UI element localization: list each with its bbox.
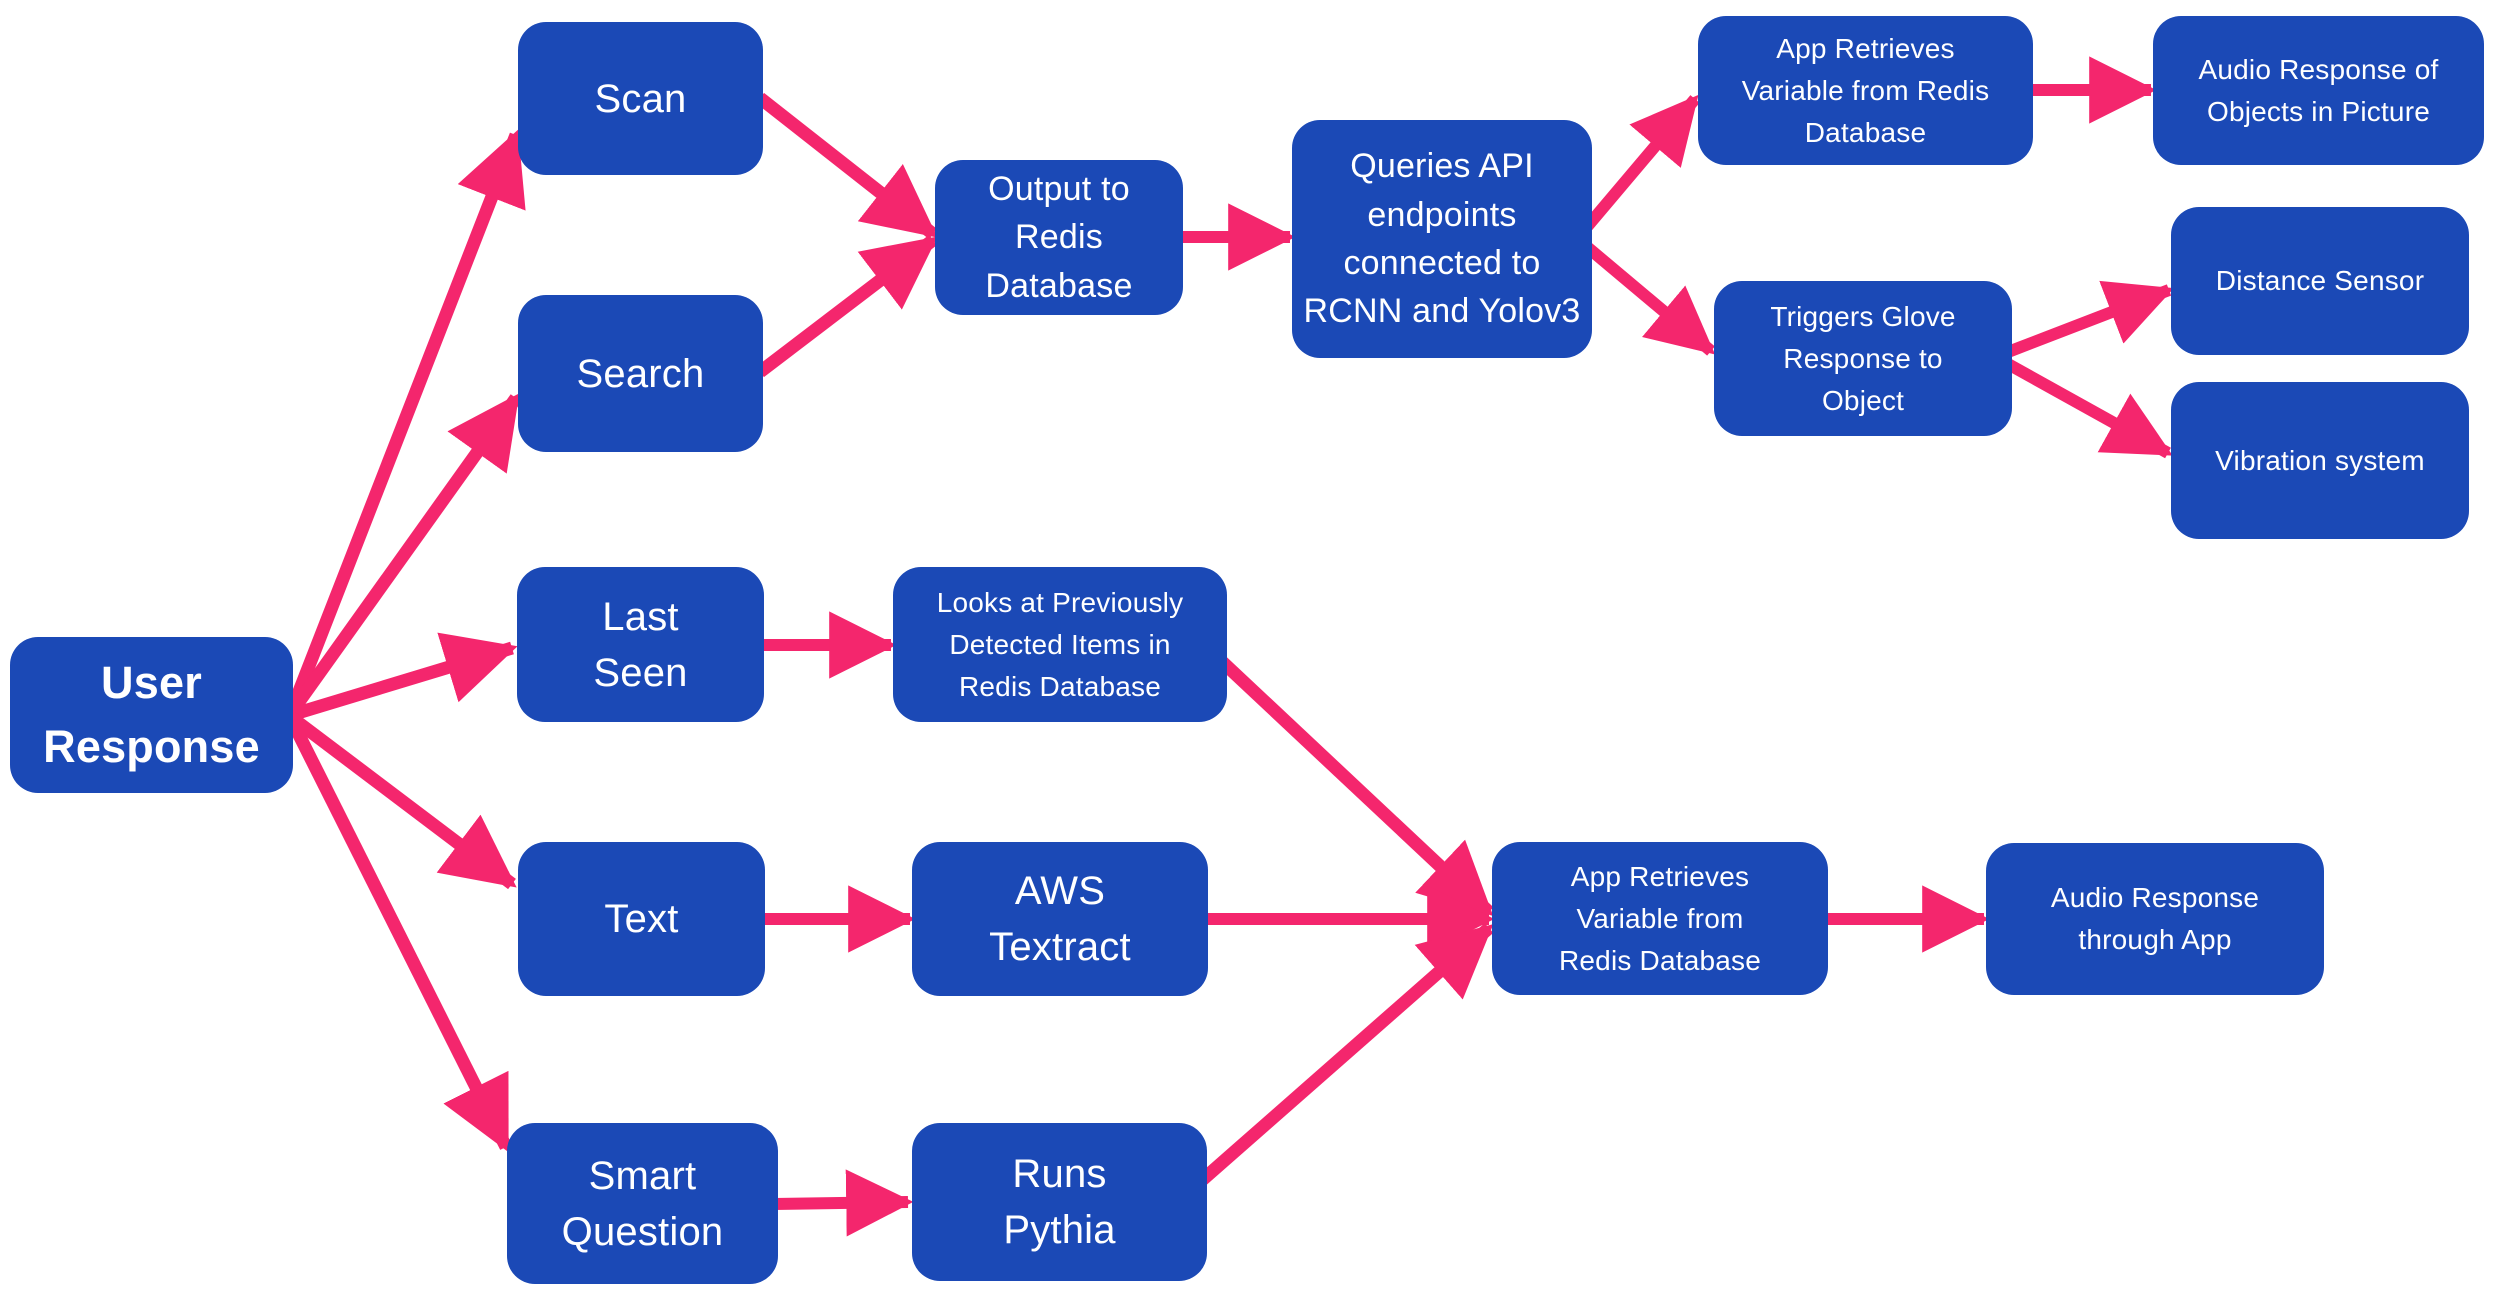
node-app-retrieves-bottom: App Retrieves Variable from Redis Databa…	[1492, 842, 1828, 995]
edge-queries-api-app-retrieves-top	[1581, 94, 1700, 232]
node-user-response: User Response	[10, 637, 293, 793]
edge-user-response-search	[285, 393, 522, 717]
node-search: Search	[518, 295, 763, 452]
node-runs-pythia: Runs Pythia	[912, 1123, 1207, 1281]
node-output-redis: Output to Redis Database	[935, 160, 1183, 315]
node-distance-sensor: Distance Sensor	[2171, 207, 2469, 355]
edge-runs-pythia-app-retrieves-bottom	[1195, 923, 1494, 1187]
edge-looks-previous-app-retrieves-bottom	[1210, 650, 1494, 917]
node-looks-previous: Looks at Previously Detected Items in Re…	[893, 567, 1227, 722]
edge-user-response-scan	[284, 129, 526, 715]
node-app-retrieves-top: App Retrieves Variable from Redis Databa…	[1698, 16, 2033, 165]
node-text: Text	[518, 842, 765, 996]
edge-user-response-last-seen	[289, 632, 518, 722]
edge-user-response-smart-question	[285, 716, 512, 1153]
node-smart-question: Smart Question	[507, 1123, 778, 1284]
edge-queries-api-triggers-glove	[1582, 241, 1716, 356]
node-audio-app: Audio Response through App	[1986, 843, 2324, 995]
node-vibration-system: Vibration system	[2171, 382, 2469, 539]
edge-smart-question-runs-pythia	[773, 1169, 914, 1237]
edge-user-response-text	[287, 711, 517, 890]
node-aws-textract: AWS Textract	[912, 842, 1208, 996]
node-triggers-glove: Triggers Glove Response to Object	[1714, 281, 2012, 436]
node-queries-api: Queries API endpoints connected to RCNN …	[1292, 120, 1592, 358]
edge-search-output-redis	[756, 234, 938, 378]
node-last-seen: Last Seen	[517, 567, 764, 722]
edge-triggers-glove-distance-sensor	[2005, 280, 2175, 358]
node-audio-picture: Audio Response of Objects in Picture	[2153, 16, 2484, 165]
edge-scan-output-redis	[755, 92, 938, 240]
node-scan: Scan	[518, 22, 763, 175]
edge-triggers-glove-vibration-system	[2005, 358, 2173, 459]
